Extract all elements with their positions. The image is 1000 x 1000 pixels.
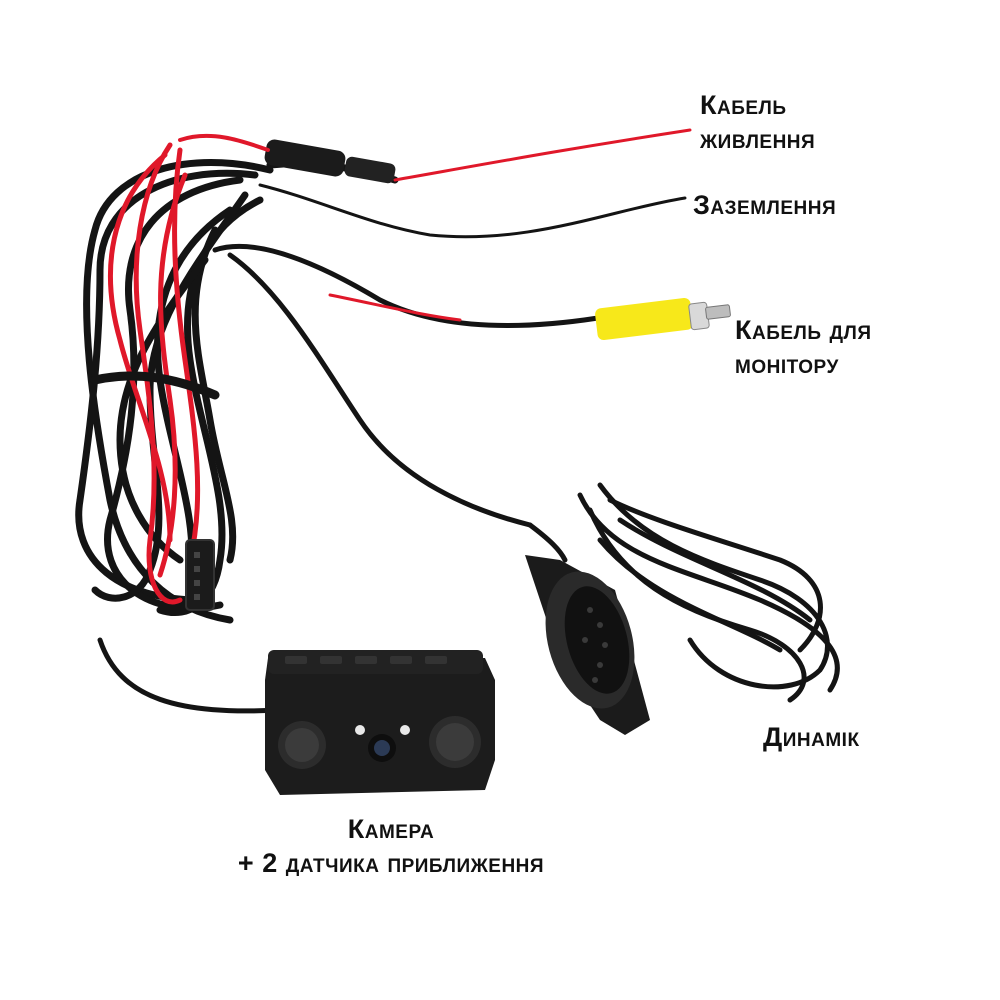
- label-power-cable-line2: живлення: [700, 124, 816, 154]
- rca-plug: [595, 297, 731, 341]
- label-monitor-cable-line1: Кабель для: [735, 315, 872, 345]
- ground-wire: [258, 183, 687, 239]
- label-camera-line2: + 2 датчика приближення: [237, 848, 545, 878]
- camera-cable: [97, 522, 568, 714]
- camera-module: [265, 650, 495, 795]
- label-speaker: Динамік: [763, 720, 860, 754]
- label-ground-line1: Заземлення: [693, 190, 837, 220]
- label-monitor-cable: Кабель для монітору: [735, 313, 872, 381]
- label-power-cable-line1: Кабель: [700, 90, 787, 120]
- label-speaker-line1: Динамік: [763, 722, 860, 752]
- power-cable: [178, 128, 692, 184]
- label-camera: Камера + 2 датчика приближення: [196, 812, 586, 880]
- label-ground: Заземлення: [693, 188, 836, 222]
- label-monitor-cable-line2: монітору: [735, 349, 839, 379]
- speaker: [525, 555, 650, 735]
- label-power-cable: Кабель живлення: [700, 88, 815, 156]
- monitor-cable: [212, 243, 601, 528]
- speaker-cable: [577, 482, 840, 703]
- wire-coil: [75, 142, 274, 624]
- label-camera-line1: Камера: [347, 814, 435, 844]
